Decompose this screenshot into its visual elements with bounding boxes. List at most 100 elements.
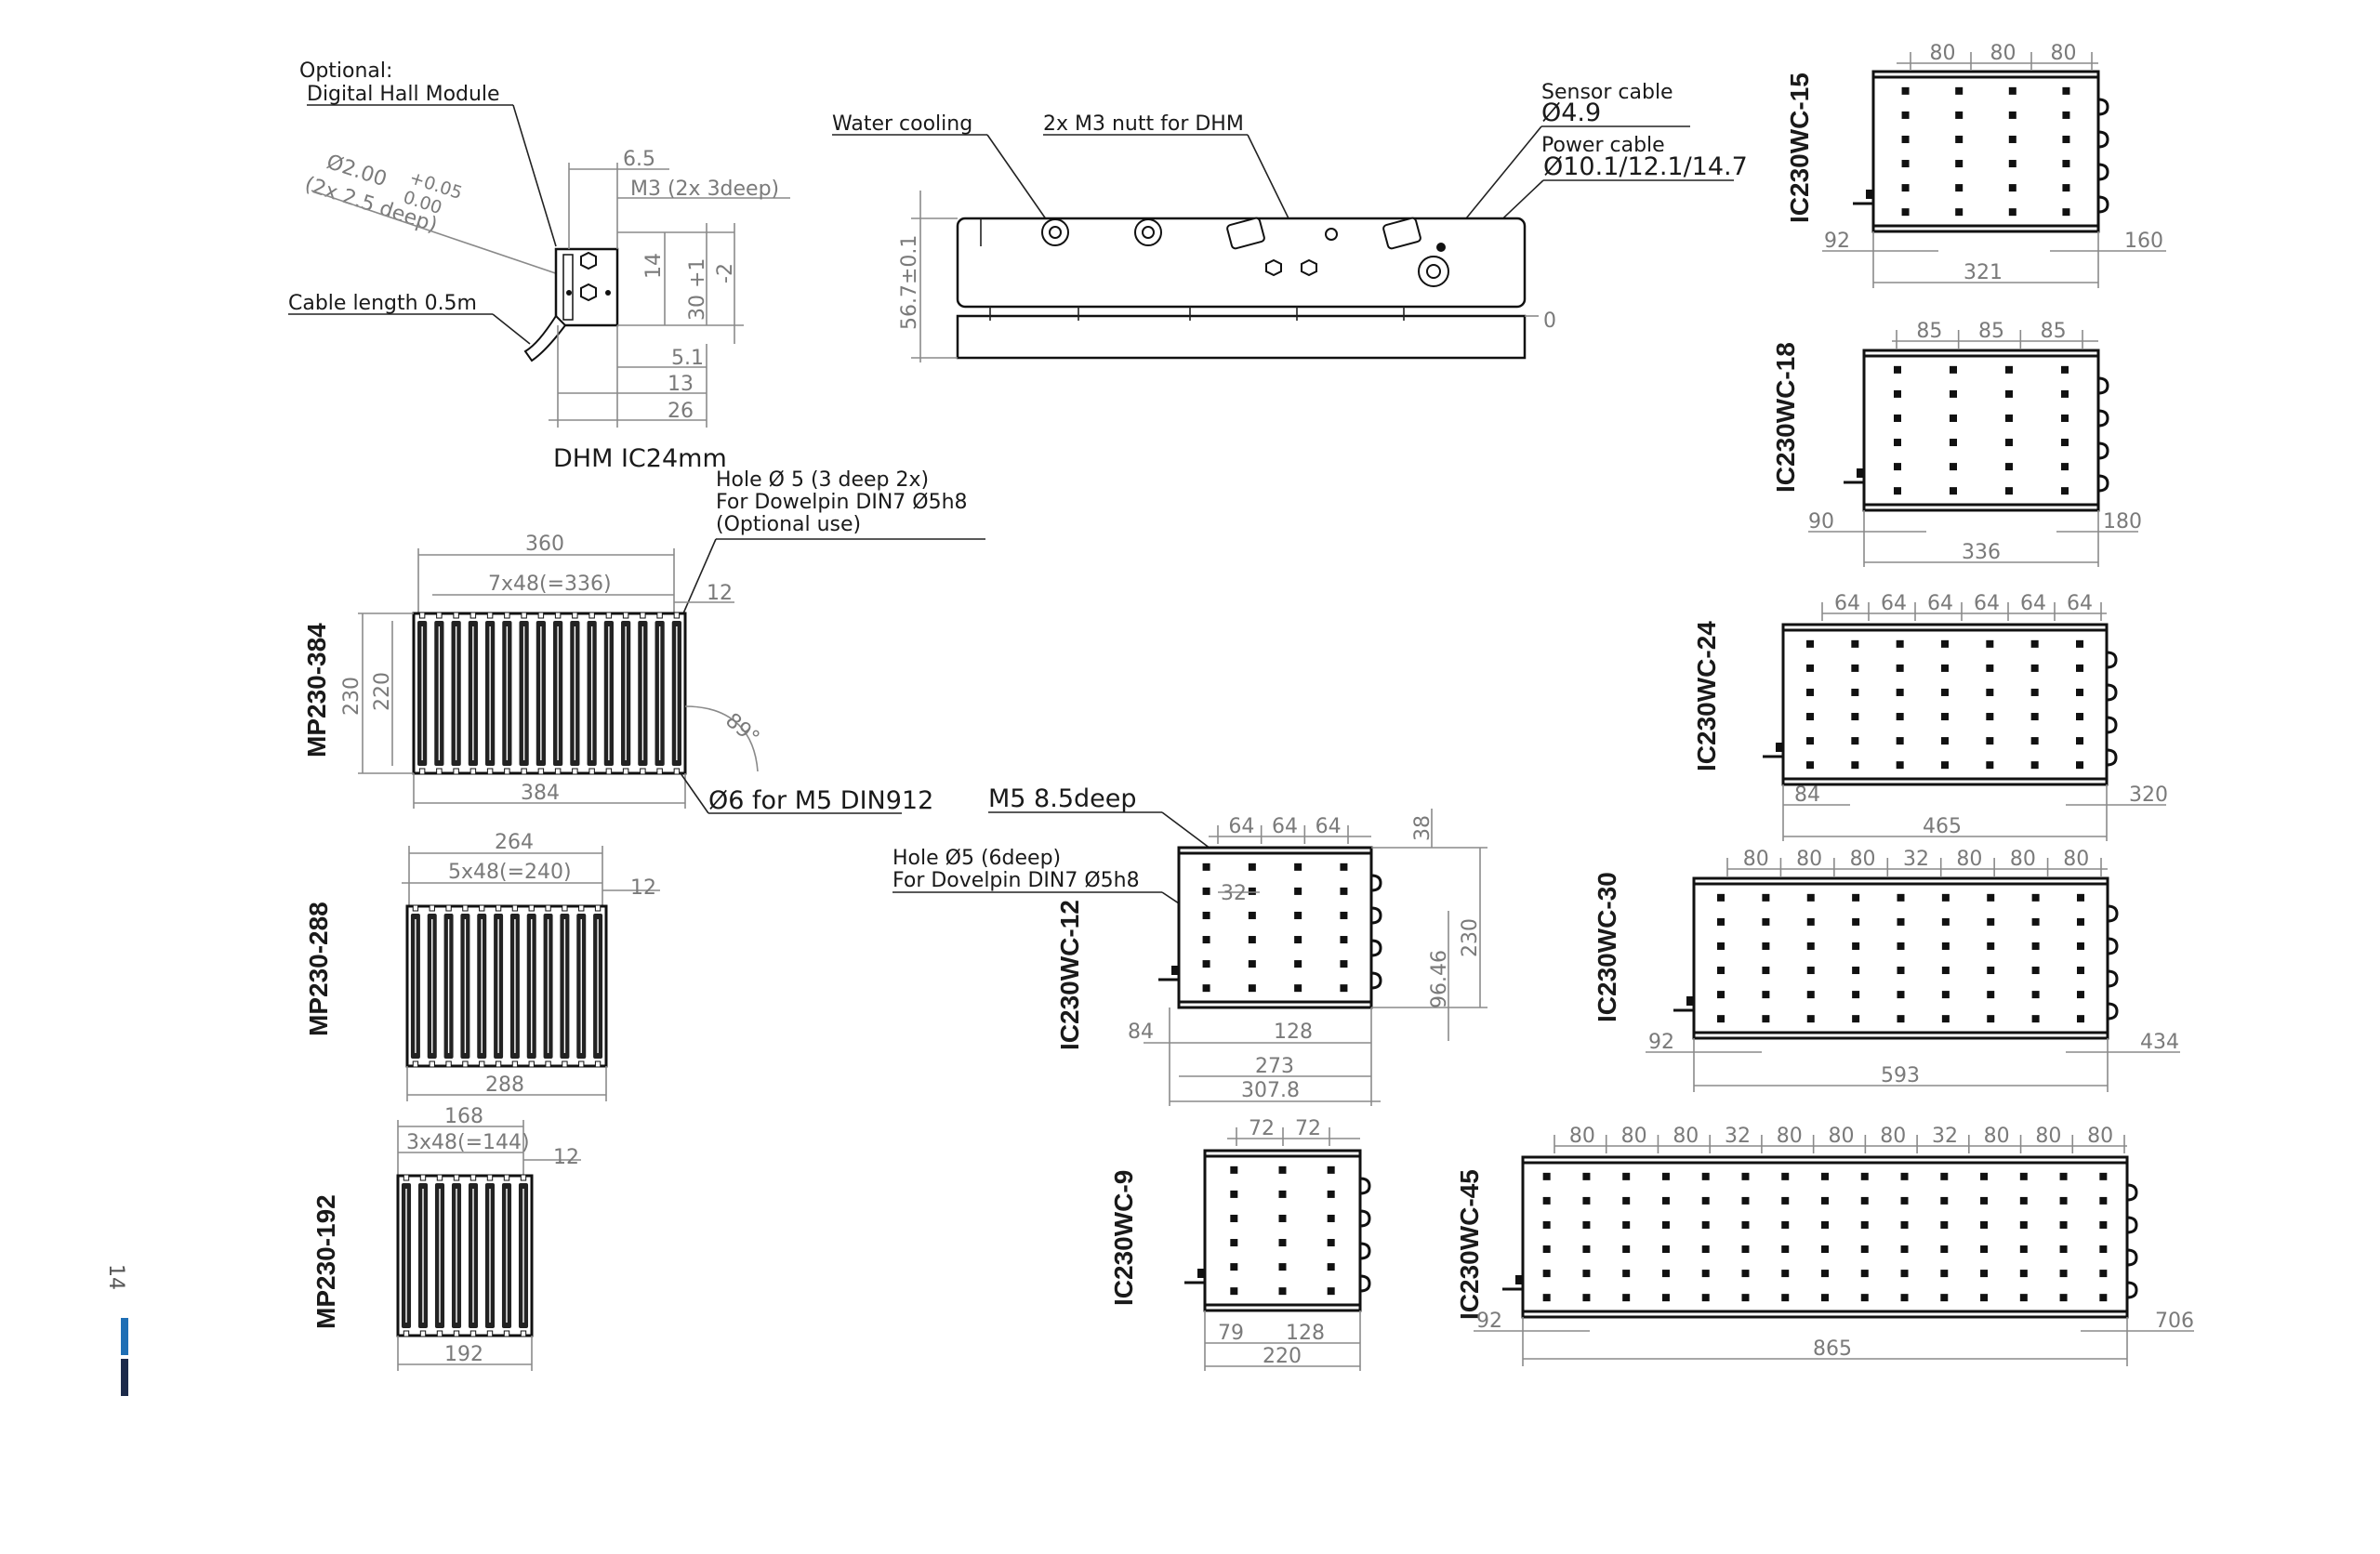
mount-hole (2030, 713, 2039, 721)
mount-hole (1327, 1190, 1335, 1198)
mount-hole (1860, 1196, 1869, 1205)
mount-hole (2076, 639, 2083, 648)
wc30-title: IC230WC-30 (1593, 872, 1621, 1022)
wc15-total: 321 (1964, 261, 2003, 284)
dhm-d13: 13 (668, 373, 694, 396)
mount-hole (1202, 936, 1210, 944)
dhm-d51: 5.1 (671, 347, 704, 370)
mount-hole (1542, 1220, 1551, 1229)
mount-hole (2031, 967, 2040, 975)
mount-hole (1980, 1172, 1989, 1180)
side-power-label: Power cable (1541, 134, 1665, 157)
wc12-top-dim: 64 (1228, 815, 1254, 838)
mount-hole (2062, 160, 2070, 168)
wc12-d230: 230 (1459, 918, 1482, 957)
mount-hole (1955, 208, 1964, 217)
mp192-title: MP230-192 (311, 1194, 340, 1329)
wc15-top-dim: 80 (2051, 42, 2077, 65)
mount-hole (1894, 414, 1901, 422)
wc9-body (1203, 1149, 1362, 1312)
mount-hole (1941, 942, 1950, 950)
mount-hole (1955, 135, 1964, 143)
side-water-label: Water cooling (832, 112, 972, 136)
mount-hole (1327, 1263, 1335, 1271)
wc45-top-dim: 80 (1569, 1125, 1595, 1148)
wc24-body (1781, 623, 2109, 786)
mount-hole (1955, 184, 1964, 192)
mount-hole (2061, 487, 2069, 495)
mount-hole (1542, 1196, 1551, 1205)
side-nut-label: 2x M3 nutt for DHM (1043, 112, 1244, 136)
wc12-top-dim: 64 (1316, 815, 1342, 838)
mount-hole (2059, 1220, 2068, 1229)
mount-hole (1955, 160, 1964, 168)
wc12-d9646: 96.46 (1428, 950, 1451, 1008)
wc24-right: 320 (2129, 784, 2168, 807)
mount-hole (2099, 1294, 2108, 1302)
wc15-title: IC230WC-15 (1785, 72, 1814, 223)
side-height-dim: 56.7±0.1 (898, 235, 921, 330)
mount-hole (1901, 184, 1910, 192)
mount-hole (1294, 936, 1302, 944)
mount-hole (1248, 863, 1256, 871)
mount-hole (2008, 208, 2016, 217)
wc45-left: 92 (1476, 1310, 1502, 1333)
mount-hole (1806, 761, 1814, 770)
mount-hole (1897, 967, 1905, 975)
mount-hole (1941, 737, 1949, 745)
wc24-top-dim: 64 (1834, 592, 1860, 615)
mp192-d192: 192 (444, 1343, 483, 1366)
mount-hole (1806, 737, 1814, 745)
mount-hole (1894, 463, 1901, 471)
mount-hole (2076, 664, 2083, 672)
mount-hole (1941, 639, 1949, 648)
wc45-top-dim: 80 (1777, 1125, 1803, 1148)
mount-hole (2019, 1245, 2028, 1254)
mount-hole (1294, 911, 1302, 919)
mount-hole (1940, 1270, 1949, 1278)
mount-hole (1230, 1239, 1238, 1247)
wc24-top-dim: 64 (1927, 592, 1953, 615)
mount-hole (2062, 86, 2070, 95)
mount-hole (1278, 1190, 1287, 1198)
wc24-title: IC230WC-24 (1692, 621, 1721, 771)
wc24-top-dim: 64 (1881, 592, 1907, 615)
mount-hole (2059, 1270, 2068, 1278)
mount-hole (1986, 664, 1994, 672)
mount-hole (2030, 761, 2039, 770)
mount-hole (2031, 893, 2040, 902)
mount-hole (1860, 1270, 1869, 1278)
dhm-d30: 30 +1 (686, 258, 709, 321)
mount-hole (2076, 688, 2083, 696)
wc12-d273: 273 (1255, 1055, 1294, 1078)
mount-hole (1821, 1270, 1829, 1278)
mount-hole (1327, 1239, 1335, 1247)
mount-hole (2099, 1196, 2108, 1205)
mount-hole (1622, 1245, 1631, 1254)
wc30-top-dim: 80 (1850, 848, 1876, 871)
mount-hole (1294, 960, 1302, 968)
mount-hole (1821, 1220, 1829, 1229)
mount-hole (2008, 160, 2016, 168)
mount-hole (1821, 1245, 1829, 1254)
mount-hole (1202, 984, 1210, 993)
mount-hole (2008, 86, 2016, 95)
mount-hole (2099, 1245, 2108, 1254)
wc45-top-dim: 32 (1725, 1125, 1751, 1148)
mount-hole (1950, 414, 1957, 422)
mount-hole (1622, 1196, 1631, 1205)
mount-hole (2005, 463, 2013, 471)
mount-hole (1852, 942, 1860, 950)
mount-hole (1340, 936, 1348, 944)
mount-hole (1661, 1220, 1670, 1229)
mount-hole (1860, 1294, 1869, 1302)
mp384-hole-line3: (Optional use) (716, 513, 861, 536)
mount-hole (1248, 911, 1256, 919)
dhm-module-label: Digital Hall Module (307, 83, 500, 106)
wc18-left: 90 (1808, 510, 1834, 533)
wc30-body (1692, 876, 2109, 1040)
mount-hole (1661, 1172, 1670, 1180)
mount-hole (1894, 365, 1901, 374)
mount-hole (1327, 1214, 1335, 1222)
